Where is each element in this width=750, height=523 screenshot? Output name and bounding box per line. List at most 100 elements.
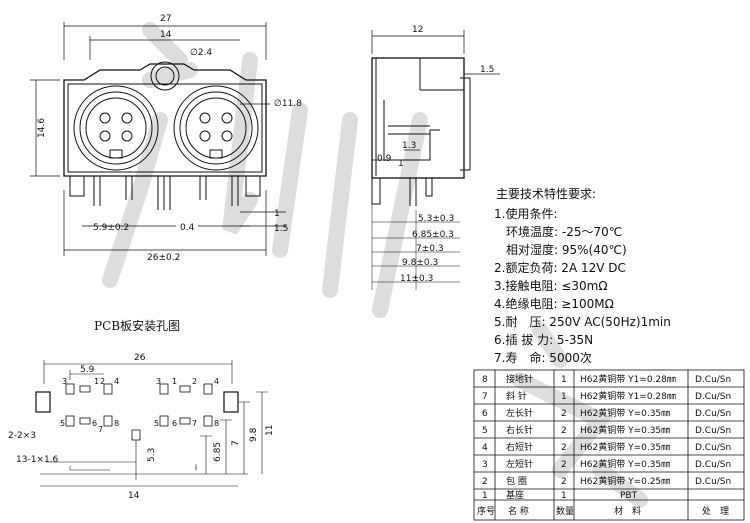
pin-number: 6 — [172, 419, 177, 428]
dim-pcb-top: 26 — [134, 353, 146, 363]
bom-name: 基座 — [506, 489, 524, 501]
bom-qty: 2 — [561, 443, 567, 453]
pin-number: 7 — [192, 419, 197, 428]
pcb-pin-numbers: 3 1 2 4 3 1 2 4 5 6 7 8 5 6 7 8 — [60, 377, 219, 434]
table-row: 5 右长针 2 H62黄铜带 Y=0.35㎜ D.Cu/Sn — [482, 424, 731, 436]
bom-name: 左长针 — [506, 407, 533, 419]
bom-name: 包 圈 — [506, 475, 527, 487]
dim-hole-dia: ∅2.4 — [190, 48, 212, 58]
dim-6-85: 6.85±0.3 — [412, 230, 454, 240]
side-view-dims: 12 1.5 0.9 1.3 1 5.3±0.3 6.85±0.3 7±0.3 … — [377, 25, 494, 284]
pin-number: 3 — [156, 377, 161, 386]
pin-number: 1 — [94, 377, 99, 386]
bom-name: 斜 针 — [506, 390, 527, 402]
spec-item: 相对湿度: 95%(40℃) — [494, 242, 627, 257]
spec-item: 4.绝缘电阻: ≥100MΩ — [494, 296, 614, 311]
bom-header-no: 序号 — [477, 505, 495, 517]
dim-11: 11±0.3 — [400, 274, 433, 284]
pcb-dims: 26 5.9 14 2-2×3 13-1×1.6 5.3 6.85 7 9.8 … — [8, 353, 275, 501]
bom-name: 接地针 — [506, 373, 533, 385]
pin-number: 2 — [192, 377, 197, 386]
spec-item: 3.接触电阻: ≤30mΩ — [494, 278, 608, 293]
dim-total-width: 26±0.2 — [147, 253, 180, 263]
bom-material: H62黄铜带 Y=0.35㎜ — [580, 458, 670, 470]
bom-material: PBT — [620, 491, 638, 501]
bom-no: 4 — [482, 443, 488, 453]
bom-no: 1 — [482, 491, 488, 501]
pin-number: 4 — [214, 377, 219, 386]
dim-flange: 1.5 — [480, 65, 494, 75]
bom-name: 右长针 — [506, 424, 533, 436]
bom-finish: D.Cu/Sn — [695, 409, 731, 419]
bom-no: 6 — [482, 409, 488, 419]
bom-material: H62黄铜带 Y1=0.28㎜ — [580, 373, 676, 385]
pin-number: 8 — [114, 419, 119, 428]
pcb-title: PCB板安装孔图 — [94, 318, 180, 333]
dim-pcb-bottom: 14 — [128, 491, 140, 501]
dim-0-9: 0.9 — [377, 154, 392, 164]
bom-finish: D.Cu/Sn — [695, 443, 731, 453]
table-row: 4 右短针 2 H62黄铜带 Y=0.35㎜ D.Cu/Sn — [482, 441, 731, 453]
side-view — [371, 30, 500, 290]
bom-finish: D.Cu/Sn — [695, 426, 731, 436]
spec-item: 环境温度: -25～70℃ — [494, 224, 622, 239]
spec-item: 6.插 拔 力: 5-35N — [494, 332, 593, 347]
dim-depth: 12 — [412, 25, 423, 35]
dim-hole-b: 13-1×1.6 — [16, 455, 59, 465]
bom-no: 8 — [482, 375, 488, 385]
table-row: 2 包 圈 2 H62黄铜带 Y=0.25㎜ D.Cu/Sn — [482, 475, 731, 487]
bom-name: 左短针 — [506, 458, 533, 470]
bom-qty: 1 — [561, 375, 567, 385]
table-row: 7 斜 针 1 H62黄铜带 Y1=0.28㎜ D.Cu/Sn — [482, 390, 731, 402]
table-row: 8 接地针 1 H62黄铜带 Y1=0.28㎜ D.Cu/Sn — [482, 373, 731, 385]
bom-material: H62黄铜带 Y1=0.28㎜ — [580, 390, 676, 402]
dim-pcb-11: 11 — [265, 425, 275, 436]
bom-header-finish: 处 理 — [702, 505, 729, 517]
dim-pin-pitch: 5.9±0.2 — [93, 223, 129, 233]
dim-pin-h2: 1.5 — [274, 224, 288, 234]
front-view — [30, 22, 286, 256]
pin-number: 2 — [100, 377, 105, 386]
dim-pcb-9-8: 9.8 — [249, 427, 259, 442]
bom-no: 7 — [482, 392, 488, 402]
pcb-layout — [35, 360, 268, 487]
dim-5-3: 5.3±0.3 — [418, 214, 454, 224]
dim-pin-gap: 0.4 — [180, 223, 195, 233]
table-row: 3 左短针 2 H62黄铜带 Y=0.35㎜ D.Cu/Sn — [482, 458, 731, 470]
spec-item: 2.额定负荷: 2A 12V DC — [494, 260, 626, 275]
bom-rows: 8 接地针 1 H62黄铜带 Y1=0.28㎜ D.Cu/Sn 7 斜 针 1 … — [477, 373, 731, 517]
spec-item: 5.耐 压: 250V AC(50Hz)1min — [494, 315, 671, 329]
dim-1-3: 1.3 — [402, 141, 416, 151]
bom-finish: D.Cu/Sn — [695, 460, 731, 470]
dim-9-8: 9.8±0.3 — [402, 258, 438, 268]
bom-material: H62黄铜带 Y=0.35㎜ — [580, 407, 670, 419]
bom-material: H62黄铜带 Y=0.35㎜ — [580, 441, 670, 453]
bom-table — [473, 369, 745, 521]
spec-item: 1.使用条件: — [494, 206, 558, 221]
pin-number: 4 — [114, 377, 119, 386]
bom-qty: 2 — [561, 477, 567, 487]
dim-height: 14.6 — [37, 118, 47, 138]
bom-qty: 2 — [561, 460, 567, 470]
bom-qty: 2 — [561, 409, 567, 419]
table-row: 1 基座 1 PBT — [482, 489, 638, 501]
front-view-dims: 27 14 ∅2.4 ∅11.8 14.6 5.9±0.2 0.4 1 1.5 … — [37, 14, 302, 263]
pin-number: 8 — [214, 419, 219, 428]
pin-number: 3 — [62, 377, 67, 386]
dim-1: 1 — [398, 159, 404, 169]
bom-finish: D.Cu/Sn — [695, 392, 731, 402]
pin-number: 1 — [172, 377, 177, 386]
dim-pcb-5-3: 5.3 — [147, 448, 157, 462]
pin-number: 7 — [98, 425, 103, 434]
dim-pin-h1: 1 — [274, 209, 280, 219]
dim-body-dia: ∅11.8 — [274, 99, 302, 109]
dim-7: 7±0.3 — [416, 244, 444, 254]
bom-no: 3 — [482, 460, 488, 470]
dim-half-width: 14 — [160, 30, 172, 40]
bom-header-material: 材 料 — [614, 505, 641, 517]
table-row: 6 左长针 2 H62黄铜带 Y=0.35㎜ D.Cu/Sn — [482, 407, 731, 419]
spec-title: 主要技术特性要求: — [496, 186, 596, 201]
spec-list: 主要技术特性要求: 1.使用条件: 环境温度: -25～70℃ 相对湿度: 95… — [494, 186, 671, 365]
bom-material: H62黄铜带 Y=0.25㎜ — [580, 475, 670, 487]
